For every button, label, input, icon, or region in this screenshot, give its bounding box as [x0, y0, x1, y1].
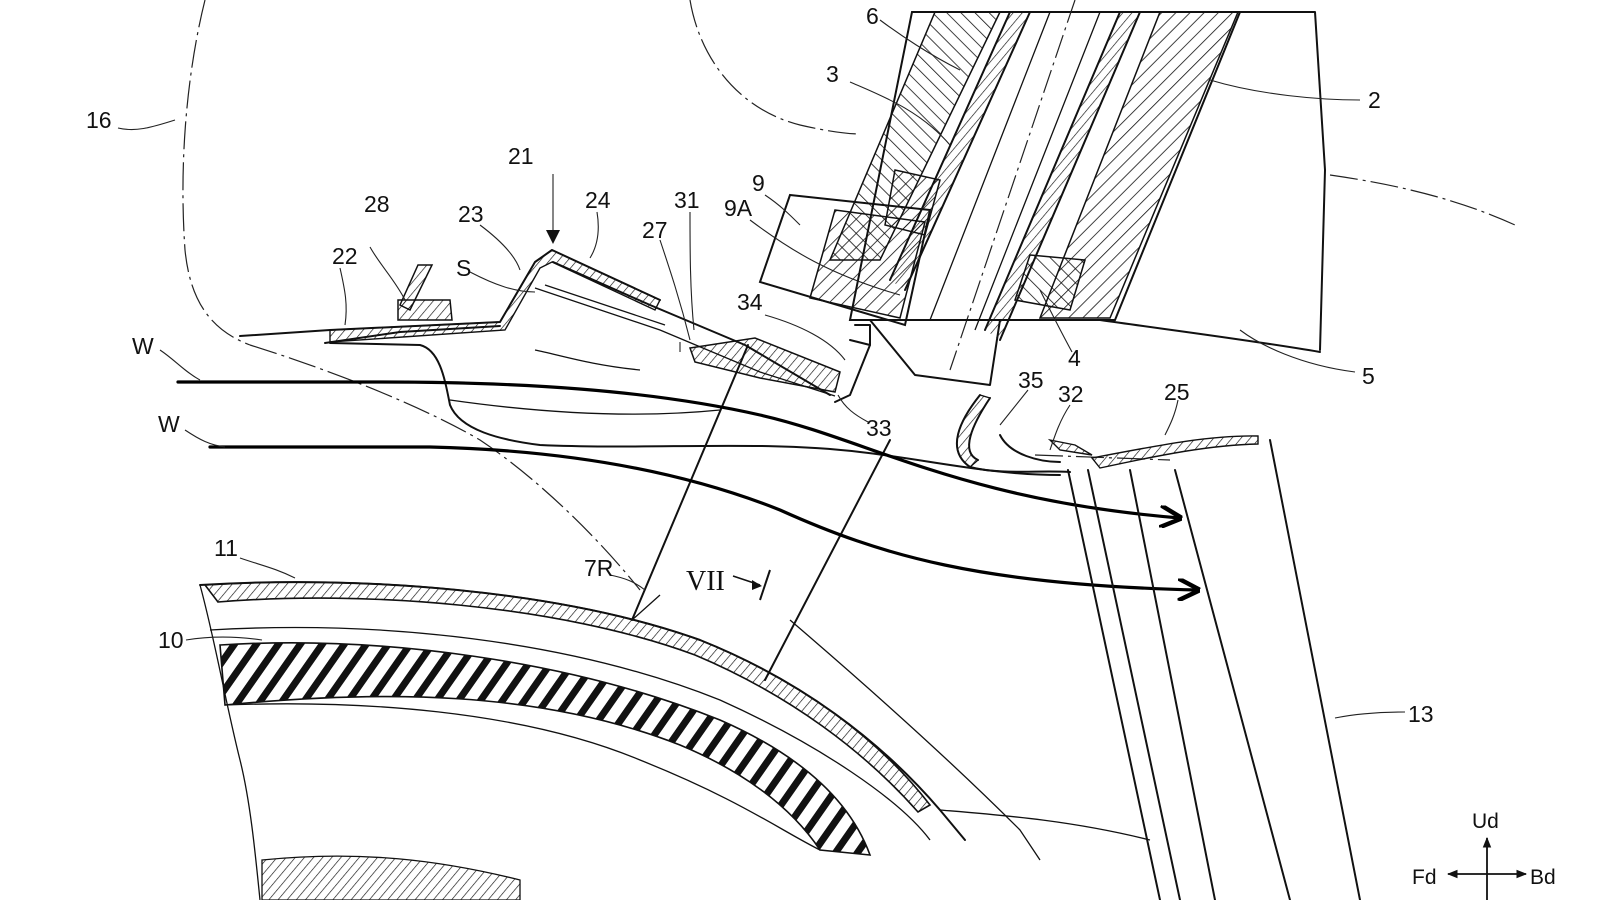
- label-23: 23: [458, 201, 484, 227]
- label-25: 25: [1164, 379, 1190, 405]
- label-s: S: [456, 255, 471, 281]
- flow-arrows: [176, 380, 1198, 590]
- label-27: 27: [642, 217, 668, 243]
- direction-front-label: Fd: [1412, 866, 1437, 889]
- label-4: 4: [1068, 345, 1081, 371]
- label-32: 32: [1058, 381, 1084, 407]
- member-13: [1067, 439, 1361, 900]
- label-21: 21: [508, 143, 534, 169]
- column-assembly: [828, 0, 1326, 386]
- label-9a: 9A: [724, 195, 753, 221]
- label-16: 16: [86, 107, 112, 133]
- label-2: 2: [1368, 87, 1381, 113]
- label-w-upper: W: [132, 333, 154, 359]
- label-22: 22: [332, 243, 358, 269]
- reference-labels: 2 3 4 5 6 9 9A 10 11 13 16 21 22 23 24 2…: [86, 3, 1434, 727]
- direction-indicator: Ud Fd Bd: [1412, 810, 1556, 900]
- label-13: 13: [1408, 701, 1434, 727]
- label-35: 35: [1018, 367, 1044, 393]
- section-marker-vii: VII: [686, 566, 725, 597]
- label-w-lower: W: [158, 411, 180, 437]
- cover-25: [1047, 435, 1259, 469]
- label-6: 6: [866, 3, 879, 29]
- lip-seal-35: [955, 394, 1071, 473]
- label-5: 5: [1362, 363, 1375, 389]
- direction-up-label: Ud: [1472, 810, 1499, 833]
- label-33: 33: [866, 415, 892, 441]
- label-7r: 7R: [584, 555, 613, 581]
- label-9: 9: [752, 170, 765, 196]
- shaft-7r: [631, 344, 891, 681]
- duct-body: [329, 342, 1061, 476]
- label-34: 34: [737, 289, 763, 315]
- label-11: 11: [214, 535, 238, 561]
- boot-cover-21: [239, 249, 871, 403]
- label-24: 24: [585, 187, 611, 213]
- label-31: 31: [674, 187, 700, 213]
- holder-9: [758, 193, 932, 327]
- leader-lines: [117, 19, 1406, 719]
- label-28: 28: [364, 191, 390, 217]
- label-10: 10: [158, 627, 184, 653]
- wheel-assembly: [199, 581, 1151, 900]
- direction-back-label: Bd: [1530, 866, 1556, 889]
- label-3: 3: [826, 61, 839, 87]
